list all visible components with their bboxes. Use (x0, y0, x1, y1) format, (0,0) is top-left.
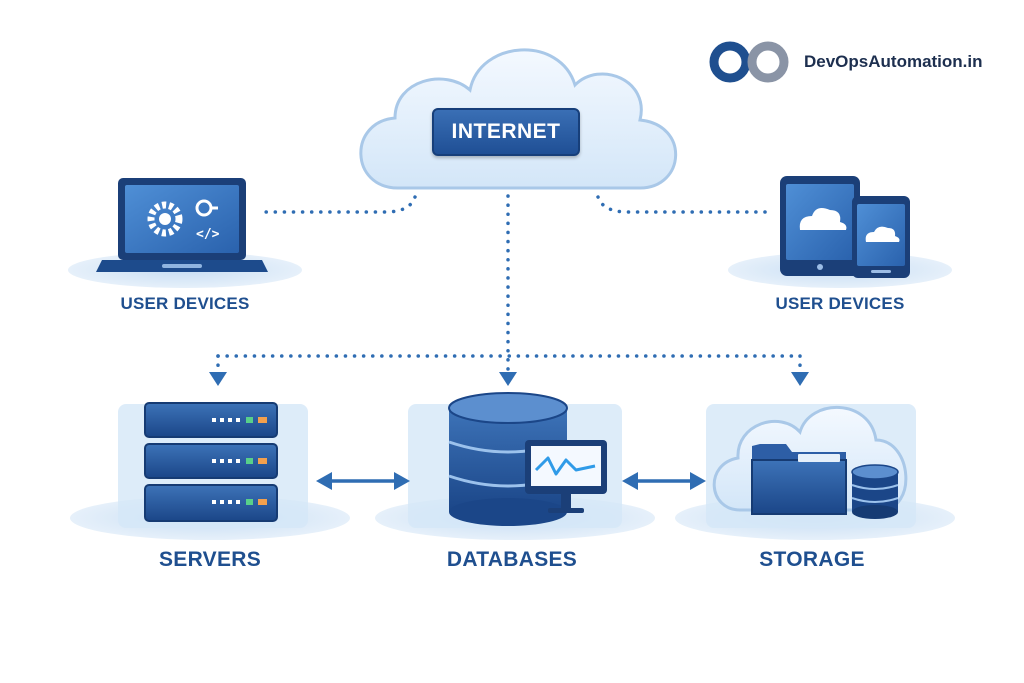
arrow-databases-storage (622, 472, 706, 490)
arrow-to-storage (791, 372, 809, 386)
storage-label: STORAGE (759, 548, 865, 571)
internet-label: INTERNET (432, 108, 580, 156)
brand-logo: DevOpsAutomation.in (706, 40, 983, 84)
databases-label: DATABASES (446, 548, 578, 571)
brand-logo-spacer (706, 40, 796, 84)
user-devices-right-label: USER DEVICES (775, 294, 905, 313)
arrow-to-databases (499, 372, 517, 386)
arrow-servers-databases (316, 472, 410, 490)
bidirectional-arrows (316, 472, 706, 490)
server-unit-2 (144, 443, 278, 479)
database-monitor-icon (375, 392, 655, 540)
arrow-heads (209, 372, 809, 386)
connection-lines (216, 194, 802, 374)
arrow-to-servers (209, 372, 227, 386)
servers-label: SERVERS (158, 548, 262, 571)
server-unit-1 (144, 402, 278, 438)
connector-internet-right-devices (596, 195, 772, 214)
server-rack-icon (70, 402, 350, 540)
connector-internet-left-devices (263, 195, 417, 214)
server-unit-3 (144, 484, 278, 522)
laptop-icon: </> (68, 178, 302, 288)
svg-text:</>: </> (196, 227, 220, 242)
tablet-phone-icon (728, 176, 952, 288)
cloud-storage-icon (675, 404, 955, 540)
brand-name: DevOpsAutomation.in (804, 52, 983, 71)
infinity-logo-icon (709, 41, 789, 83)
user-devices-left-label: USER DEVICES (120, 294, 250, 313)
